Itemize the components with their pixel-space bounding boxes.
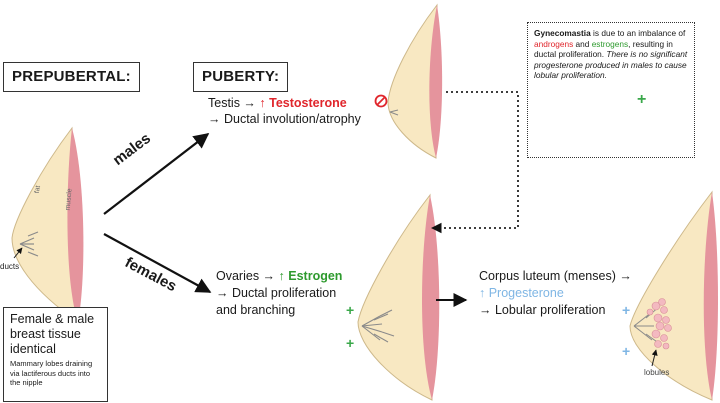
note-italic: There is no significant progesterone pro… [534, 49, 688, 81]
male-path-line1: Testis → ↑ Testosterone [208, 95, 347, 111]
minus-badge-testosterone [374, 94, 388, 108]
plus-icon-female-bottom: + [346, 335, 355, 351]
male-path-line2: → Ductal involution/atrophy [208, 112, 361, 126]
breast-prepubertal [11, 126, 84, 323]
ducts-female [361, 309, 395, 343]
estrogen-text: ↑ Estrogen [278, 269, 343, 283]
arrow-males [103, 133, 210, 215]
testis-text: Testis → [208, 96, 256, 110]
female-path-line1: Ovaries → ↑ Estrogen [216, 268, 342, 284]
ducts-pointer [13, 247, 23, 259]
identical-tissue-box: Female & male breast tissue identical Ma… [3, 307, 108, 402]
gynecomastia-connector [430, 91, 519, 234]
note-text-1: is due to an imbalance of [590, 28, 686, 38]
gynecomastia-term: Gynecomastia [534, 28, 591, 38]
note-text-2: , resulting in ductal proliferation. [534, 38, 673, 60]
luteal-line1: Corpus luteum (menses) → [479, 269, 632, 283]
identical-tissue-detail: Mammary lobes draining via lactiferous d… [10, 359, 93, 387]
female-path-line2: → Ductal proliferation [216, 286, 337, 300]
testosterone-text: ↑ Testosterone [259, 96, 347, 110]
androgens-text: androgens [534, 38, 574, 49]
luteal-line3: → Lobular proliferation [479, 303, 606, 317]
breast-male-puberty [387, 3, 443, 159]
female-path-line3: and branching [216, 303, 296, 317]
lobules-label: lobules [644, 368, 670, 377]
ovaries-text: Ovaries → [216, 269, 276, 283]
plus-icon-female-top: + [346, 302, 355, 318]
breast-female-puberty [357, 193, 440, 401]
arrow-females [103, 233, 212, 293]
plus-icon-seesaw: + [637, 91, 647, 108]
breast-luteal [629, 190, 718, 401]
ducts-prepubertal [19, 231, 39, 257]
lobules-pointer [651, 349, 658, 367]
gynecomastia-note: Gynecomastia is due to an imbalance of a… [527, 22, 695, 158]
estrogens-text: estrogens [591, 38, 629, 49]
note-text-and: and [573, 38, 592, 49]
progesterone-text: ↑ Progesterone [479, 286, 564, 300]
puberty-header: PUBERTY: [193, 62, 289, 92]
prepubertal-header: PREPUBERTAL: [3, 62, 140, 92]
lobules [633, 298, 672, 350]
identical-tissue-heading: Female & male breast tissue identical [10, 312, 95, 356]
plus-icon-luteal-bottom: + [622, 343, 631, 359]
plus-icon-luteal-top: + [622, 302, 631, 318]
ducts-label: ducts [0, 262, 20, 271]
fat-label: fat [33, 185, 43, 194]
